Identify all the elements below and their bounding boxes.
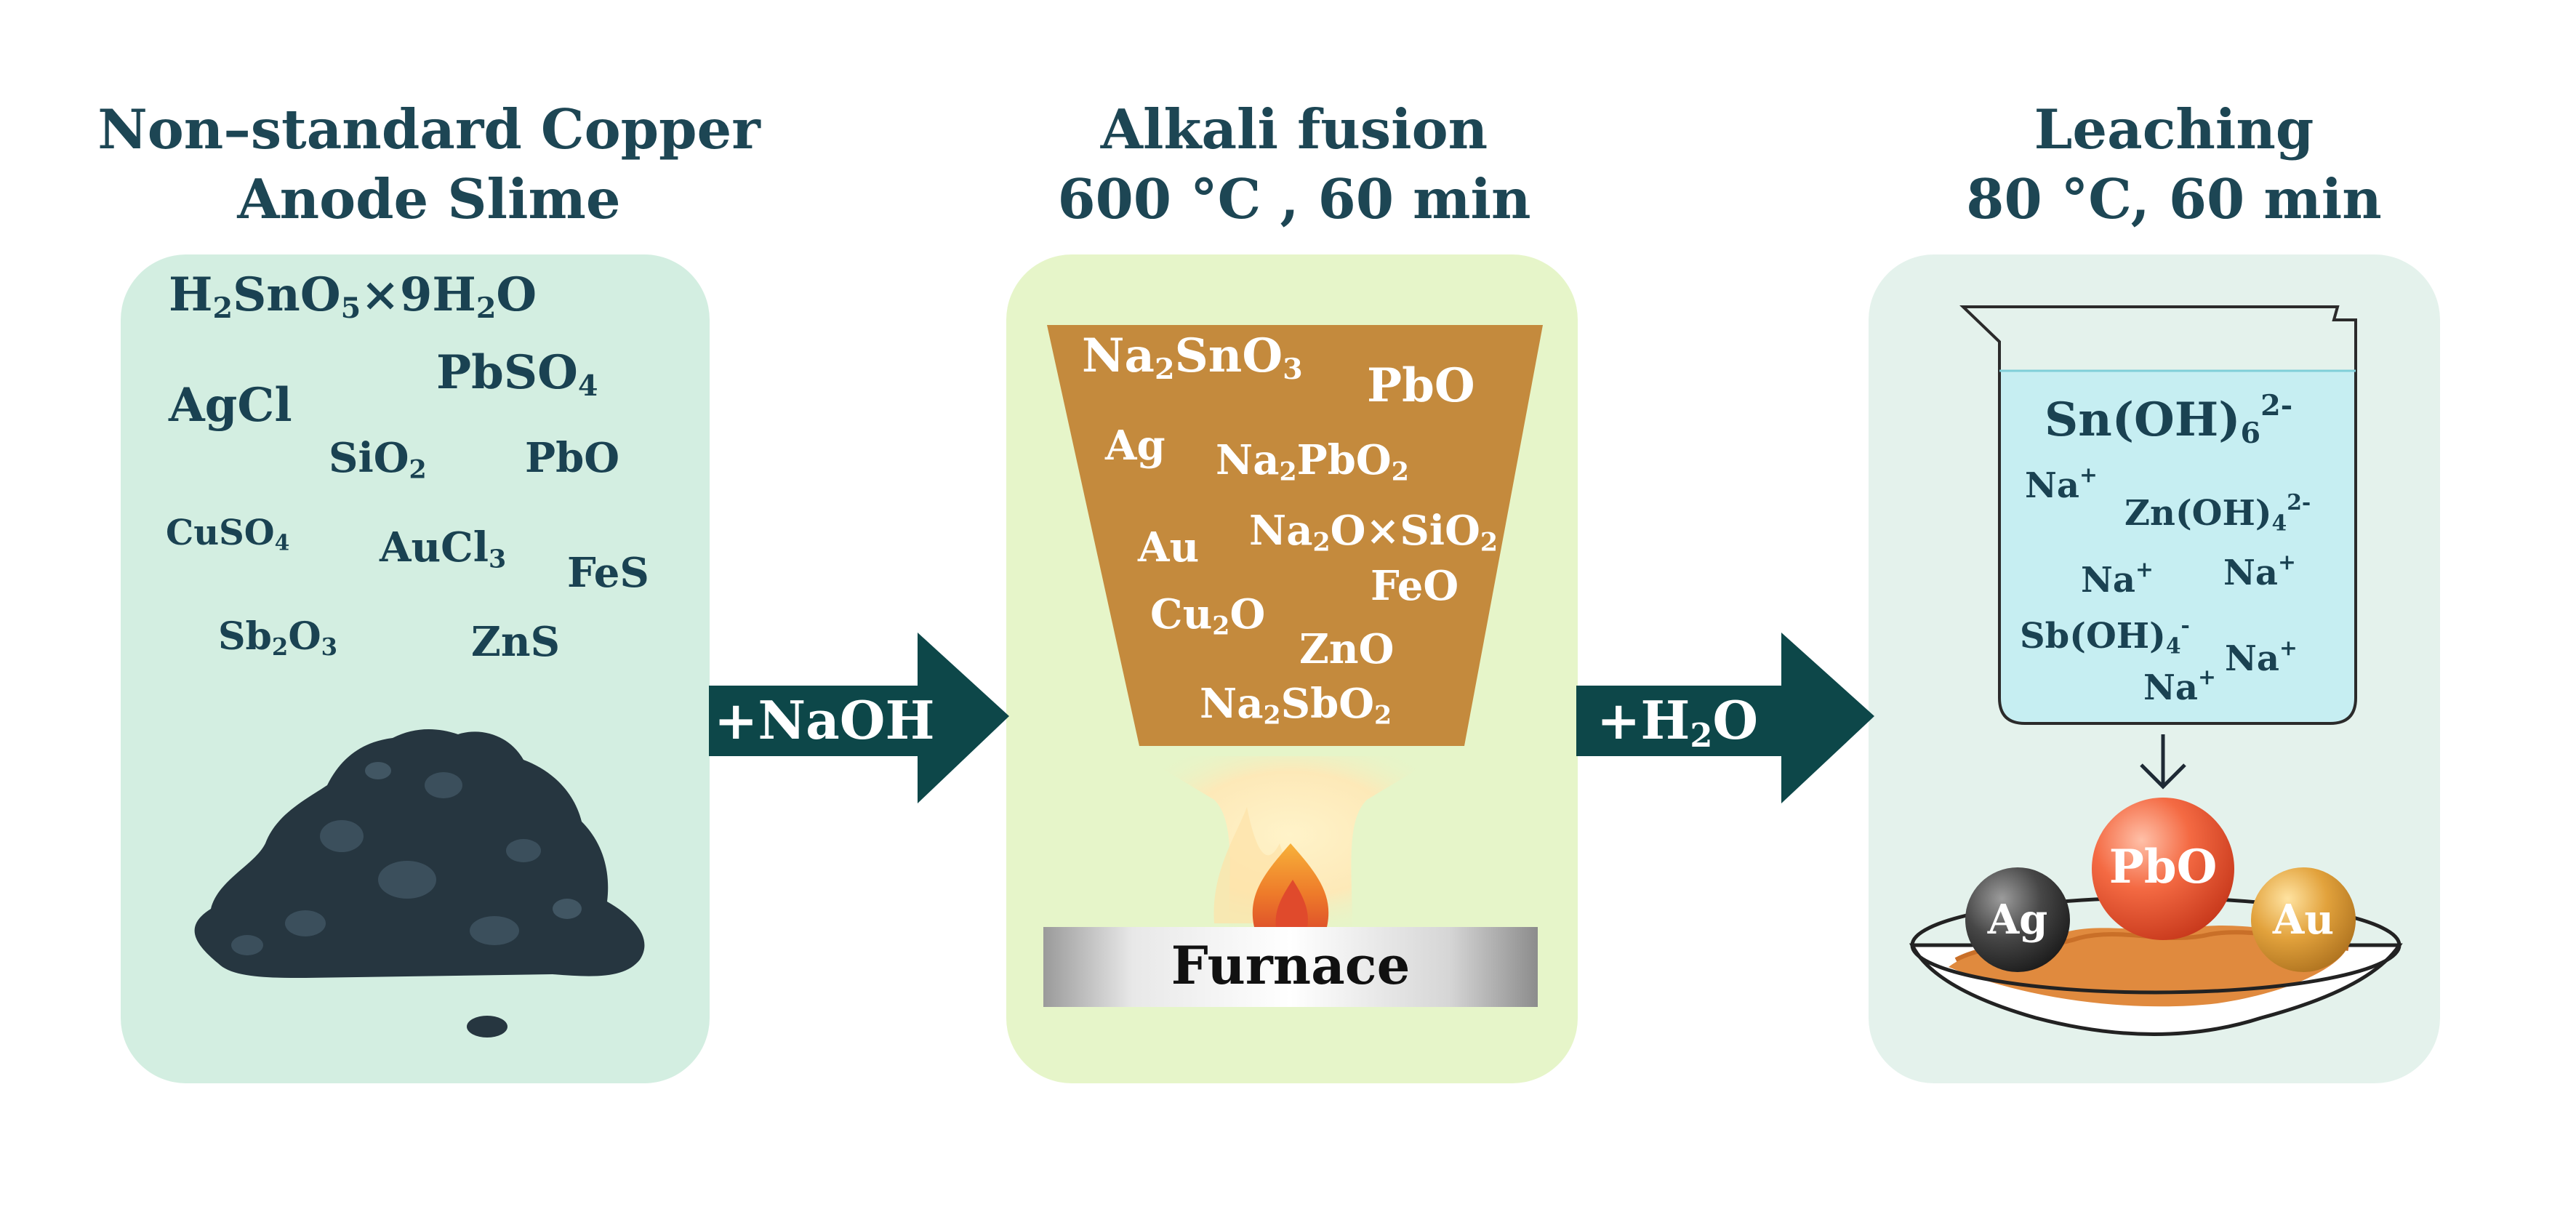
compound-cuso4: CuSO4 <box>166 513 290 556</box>
compound-aucl3: AuCl3 <box>380 523 507 574</box>
slime-pile-icon <box>194 729 645 1038</box>
arrow-2 <box>1576 633 1874 803</box>
compound-fes: FeS <box>567 549 649 597</box>
pbo-ball-label: PbO <box>2108 840 2218 894</box>
ion-na-1: Na+ <box>2025 462 2098 506</box>
compound-na2sno3: Na2SnO3 <box>1082 329 1303 386</box>
compound-pbo-1: PbO <box>525 434 620 482</box>
ag-ball-label: Ag <box>1987 896 2048 944</box>
flame-icon <box>1141 756 1440 931</box>
ion-na-2: Na+ <box>2081 557 2154 601</box>
furnace-plate <box>1043 927 1538 1007</box>
down-arrow-icon <box>2140 734 2186 790</box>
compound-au-1: Au <box>1138 523 1200 571</box>
ion-zn-oh-4: Zn(OH)42- <box>2124 490 2311 537</box>
panel2-title: Alkali fusion 600 °C , 60 min <box>1011 95 1578 234</box>
arrow1-label: +NaOH <box>714 689 935 751</box>
furnace-label: Furnace <box>1171 934 1411 996</box>
compound-pbso4: PbSO4 <box>436 345 598 403</box>
ag-ball-icon <box>1965 867 2070 972</box>
compound-na2sbo2: Na2SbO2 <box>1200 680 1392 731</box>
compound-zns: ZnS <box>471 618 561 666</box>
compound-ag: Ag <box>1105 422 1165 470</box>
compound-sio2: SiO2 <box>329 434 427 485</box>
au-ball-label: Au <box>2272 896 2335 944</box>
compound-na2pbo2: Na2PbO2 <box>1216 436 1409 487</box>
arrow-1 <box>709 633 1009 803</box>
compound-na2o-sio2: Na2O×SiO2 <box>1249 507 1498 558</box>
ion-na-5: Na+ <box>2225 635 2298 679</box>
panel3-title-line2: 80 °C, 60 min <box>1966 167 2382 231</box>
arrow2-label: +H2O <box>1597 689 1759 755</box>
ion-na-3: Na+ <box>2223 550 2296 593</box>
compound-cu2o: Cu2O <box>1150 590 1266 641</box>
panel2-title-line1: Alkali fusion <box>1100 97 1488 161</box>
panel3-title: Leaching 80 °C, 60 min <box>1869 95 2479 234</box>
compound-feo: FeO <box>1371 562 1459 610</box>
panel2-title-line2: 600 °C , 60 min <box>1057 167 1531 231</box>
panel1-title: Non–standard Copper Anode Slime <box>58 95 800 234</box>
panel1-title-line1: Non–standard Copper <box>97 97 761 161</box>
au-ball-icon <box>2251 867 2356 972</box>
ion-na-4: Na+ <box>2143 665 2216 708</box>
beaker-icon <box>1959 305 2357 725</box>
ion-sn-oh-6: Sn(OH)62- <box>2045 389 2293 450</box>
compound-zno: ZnO <box>1299 625 1395 673</box>
compound-agcl: AgCl <box>169 378 292 433</box>
crucible <box>1047 325 1543 746</box>
pbo-ball-icon <box>2092 798 2234 940</box>
panel3-title-line1: Leaching <box>2034 97 2314 161</box>
compound-sb2o3: Sb2O3 <box>218 614 338 662</box>
compound-h2sno5-9h2o: H2SnO5×9H2O <box>169 268 537 325</box>
compound-pbo-2: PbO <box>1367 358 1475 413</box>
panel1-title-line2: Anode Slime <box>237 167 621 231</box>
ion-sb-oh-4: Sb(OH)4- <box>2020 613 2190 659</box>
